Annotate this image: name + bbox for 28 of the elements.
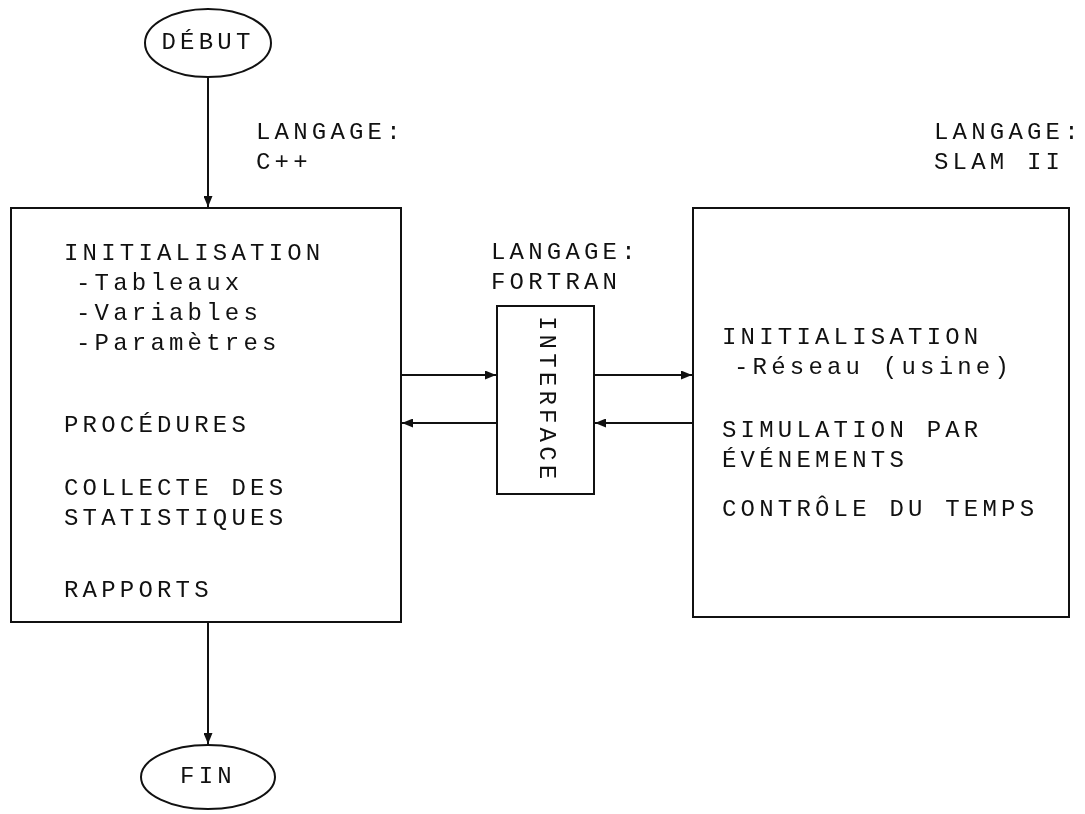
node-text: SIMULATION PAR ÉVÉNEMENTS [722, 416, 984, 476]
node-text: -Réseau (usine) [734, 353, 1014, 383]
arrow [401, 370, 497, 380]
node-text: INITIALISATION [64, 239, 325, 269]
arrow [203, 622, 213, 745]
vertical-label: INTERFACE [531, 316, 561, 484]
node-text: FIN [180, 762, 236, 792]
language-label: LANGAGE: C++ [256, 118, 406, 178]
arrow [594, 370, 693, 380]
process-box [496, 305, 595, 495]
language-label: LANGAGE: SLAM II [934, 118, 1084, 178]
node-text: INITIALISATION [722, 323, 983, 353]
terminal-ellipse [140, 744, 276, 810]
arrow [401, 418, 497, 428]
node-text: COLLECTE DES STATISTIQUES [64, 474, 289, 534]
node-text: -Tableaux [76, 269, 244, 299]
node-text: CONTRÔLE DU TEMPS [722, 495, 1039, 525]
node-text: PROCÉDURES [64, 411, 251, 441]
node-text: -Paramètres [76, 329, 281, 359]
arrow [594, 418, 693, 428]
language-label: LANGAGE: FORTRAN [491, 238, 641, 298]
process-box [10, 207, 402, 623]
arrow [203, 77, 213, 208]
node-text: RAPPORTS [64, 576, 213, 606]
node-text: -Variables [76, 299, 263, 329]
terminal-ellipse [144, 8, 272, 78]
node-text: DÉBUT [161, 28, 255, 58]
process-box [692, 207, 1070, 618]
